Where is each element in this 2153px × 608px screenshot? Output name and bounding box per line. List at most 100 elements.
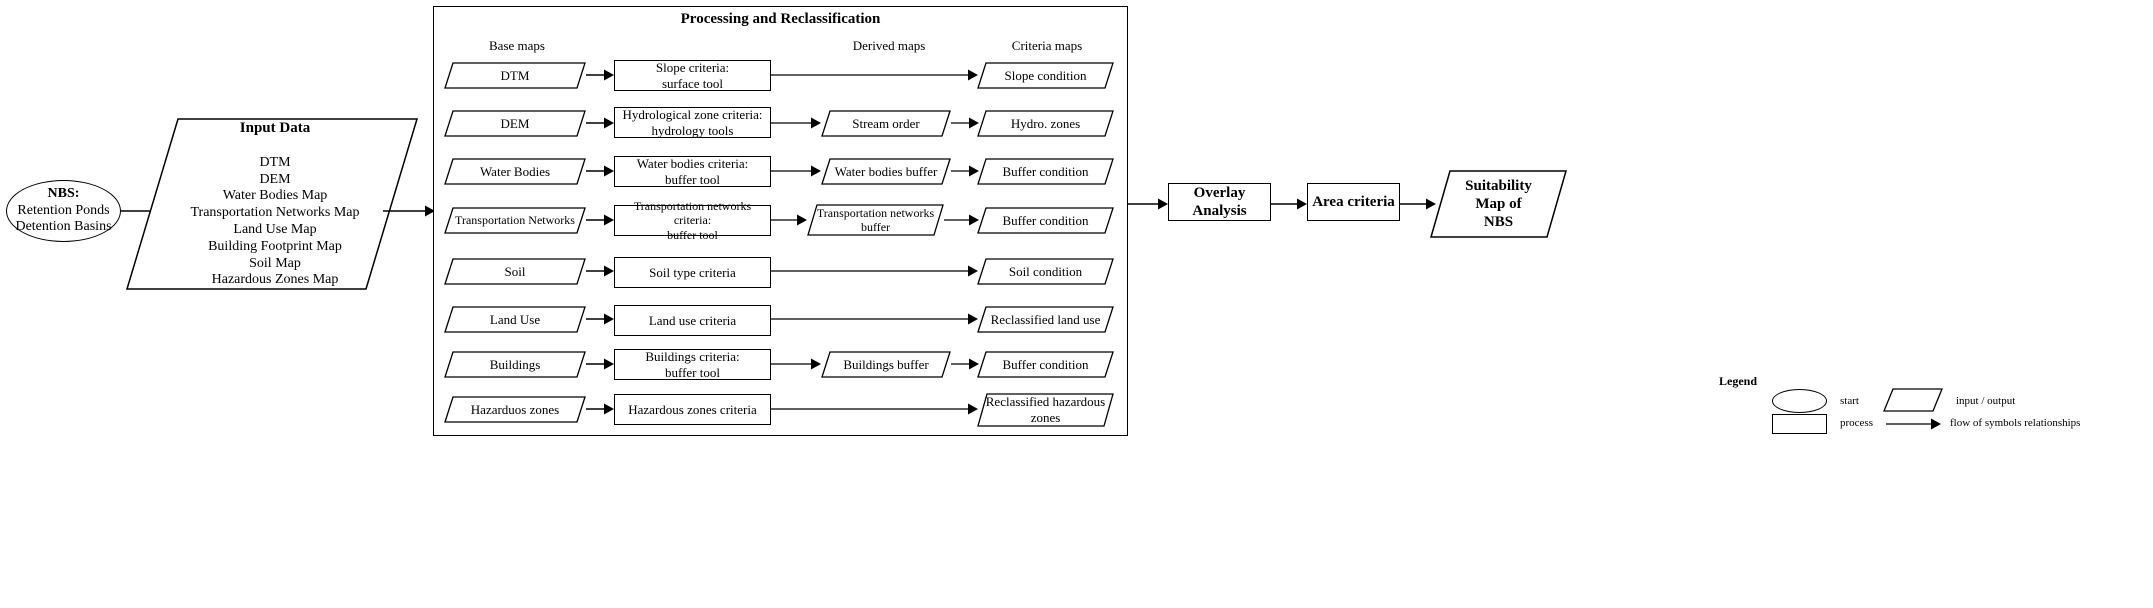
- derived-map-node[interactable]: Water bodies buffer: [821, 158, 951, 185]
- legend-process-icon: [1772, 414, 1827, 434]
- start-title: NBS:: [47, 186, 80, 202]
- input-data-item: Hazardous Zones Map: [211, 272, 339, 288]
- base-map-node[interactable]: Water Bodies: [444, 158, 586, 185]
- criteria-map-label: Slope condition: [1004, 67, 1087, 83]
- input-data-item: Land Use Map: [233, 222, 317, 237]
- base-map-node[interactable]: DTM: [444, 62, 586, 89]
- criteria-map-label: Buffer condition: [1002, 356, 1089, 372]
- area-criteria-label: Area criteria: [1312, 194, 1395, 210]
- base-map-node[interactable]: Hazarduos zones: [444, 396, 586, 423]
- legend-input-output-label: input / output: [1956, 395, 2016, 407]
- arrow-base-to-process: [586, 312, 614, 326]
- arrow-base-to-process: [586, 357, 614, 371]
- base-map-node[interactable]: Land Use: [444, 306, 586, 333]
- criteria-map-node[interactable]: Slope condition: [977, 62, 1114, 89]
- legend-title: Legend: [1719, 374, 1758, 388]
- criteria-map-node[interactable]: Soil condition: [977, 258, 1114, 285]
- process-label: Land use criteria: [648, 312, 737, 328]
- base-map-node[interactable]: Buildings: [444, 351, 586, 378]
- arrow-base-to-process: [586, 68, 614, 82]
- process-label: Water bodies criteria: buffer tool: [636, 155, 749, 187]
- arrow-process-to-derived: [771, 116, 821, 130]
- process-node[interactable]: Hazardous zones criteria: [614, 394, 771, 425]
- base-map-node[interactable]: DEM: [444, 110, 586, 137]
- area-criteria-node[interactable]: Area criteria: [1307, 183, 1400, 221]
- arrow-process-to-criteria: [771, 312, 978, 326]
- criteria-map-node[interactable]: Buffer condition: [977, 158, 1114, 185]
- process-node[interactable]: Soil type criteria: [614, 257, 771, 288]
- base-map-label: Water Bodies: [479, 163, 551, 179]
- start-node-nbs[interactable]: NBS: Retention Ponds Detention Basins: [6, 180, 121, 242]
- base-map-node[interactable]: Transportation Networks: [444, 207, 586, 234]
- base-map-label: DTM: [500, 67, 530, 83]
- column-header-derived-maps: Derived maps: [852, 38, 926, 53]
- base-map-label: DEM: [500, 115, 530, 131]
- criteria-map-node[interactable]: Hydro. zones: [977, 110, 1114, 137]
- criteria-map-label: Hydro. zones: [1010, 115, 1081, 131]
- process-label: Soil type criteria: [649, 264, 736, 280]
- derived-map-node[interactable]: Buildings buffer: [821, 351, 951, 378]
- criteria-map-node[interactable]: Reclassified land use: [977, 306, 1114, 333]
- output-suitability-map-node[interactable]: Suitability Map of NBS: [1430, 170, 1567, 238]
- input-data-item: DTM: [259, 154, 291, 170]
- derived-map-node[interactable]: Stream order: [821, 110, 951, 137]
- arrow-overlay-to-area: [1271, 197, 1307, 211]
- criteria-map-node[interactable]: Reclassified hazardous zones: [977, 393, 1114, 427]
- input-data-parallelogram[interactable]: Input Data DTM DEM Water Bodies Map Tran…: [126, 118, 418, 290]
- arrow-process-to-criteria: [771, 402, 978, 416]
- criteria-map-node[interactable]: Buffer condition: [977, 351, 1114, 378]
- legend-start-icon: [1772, 389, 1827, 413]
- base-map-node[interactable]: Soil: [444, 258, 586, 285]
- legend-process-label: process: [1840, 417, 1873, 429]
- arrow-base-to-process: [586, 116, 614, 130]
- arrow-base-to-process: [586, 213, 614, 227]
- base-map-label: Soil: [504, 263, 526, 279]
- arrow-area-to-output: [1400, 197, 1436, 211]
- derived-map-label: Water bodies buffer: [834, 163, 938, 179]
- criteria-map-node[interactable]: Buffer condition: [977, 207, 1114, 234]
- process-node[interactable]: Buildings criteria: buffer tool: [614, 349, 771, 380]
- start-line-1: Retention Ponds: [17, 202, 110, 218]
- process-node[interactable]: Transportation networks criteria: buffer…: [614, 199, 771, 242]
- arrow-derived-to-criteria: [951, 116, 979, 130]
- criteria-map-label: Soil condition: [1008, 263, 1083, 279]
- process-label: Hydrological zone criteria: hydrology to…: [622, 106, 763, 138]
- legend-flow-arrow-icon: [1886, 417, 1941, 431]
- arrow-base-to-process: [586, 164, 614, 178]
- derived-map-label: Stream order: [852, 115, 920, 131]
- arrow-base-to-process: [586, 402, 614, 416]
- process-node[interactable]: Hydrological zone criteria: hydrology to…: [614, 107, 771, 138]
- arrow-derived-to-criteria: [944, 213, 979, 227]
- arrow-process-to-derived: [771, 164, 821, 178]
- arrow-process-to-derived: [771, 357, 821, 371]
- input-data-item: DEM: [259, 171, 291, 187]
- arrow-base-to-process: [586, 264, 614, 278]
- criteria-map-label: Reclassified hazardous zones: [985, 394, 1106, 425]
- arrow-process-to-derived: [771, 213, 807, 227]
- output-label: Suitability Map of NBS: [1465, 178, 1532, 230]
- legend-flow-label: flow of symbols relationships: [1950, 417, 2081, 429]
- process-node[interactable]: Slope criteria: surface tool: [614, 60, 771, 91]
- process-label: Buildings criteria: buffer tool: [645, 348, 740, 380]
- input-data-title: Input Data: [239, 119, 311, 136]
- process-node[interactable]: Land use criteria: [614, 305, 771, 336]
- process-node[interactable]: Water bodies criteria: buffer tool: [614, 156, 771, 187]
- process-label: Transportation networks criteria: buffer…: [633, 198, 752, 242]
- legend-input-output-icon: [1883, 388, 1943, 412]
- legend-start-label: start: [1840, 395, 1859, 407]
- start-line-2: Detention Basins: [15, 219, 112, 235]
- arrow-process-to-criteria: [771, 264, 978, 278]
- processing-title: Processing and Reclassification: [680, 11, 881, 27]
- derived-map-node[interactable]: Transportation networks buffer: [807, 204, 944, 236]
- arrow-derived-to-criteria: [951, 164, 979, 178]
- base-map-label: Transportation Networks: [455, 213, 575, 228]
- overlay-analysis-node[interactable]: Overlay Analysis: [1168, 183, 1271, 221]
- arrow-derived-to-criteria: [951, 357, 979, 371]
- column-header-criteria-maps: Criteria maps: [1011, 38, 1083, 53]
- criteria-map-label: Buffer condition: [1002, 163, 1089, 179]
- derived-map-label: Transportation networks buffer: [816, 205, 935, 234]
- criteria-map-label: Buffer condition: [1002, 212, 1089, 228]
- overlay-analysis-label: Overlay Analysis: [1192, 185, 1247, 219]
- arrow-process-to-criteria: [771, 68, 978, 82]
- input-data-item: Water Bodies Map: [222, 188, 328, 204]
